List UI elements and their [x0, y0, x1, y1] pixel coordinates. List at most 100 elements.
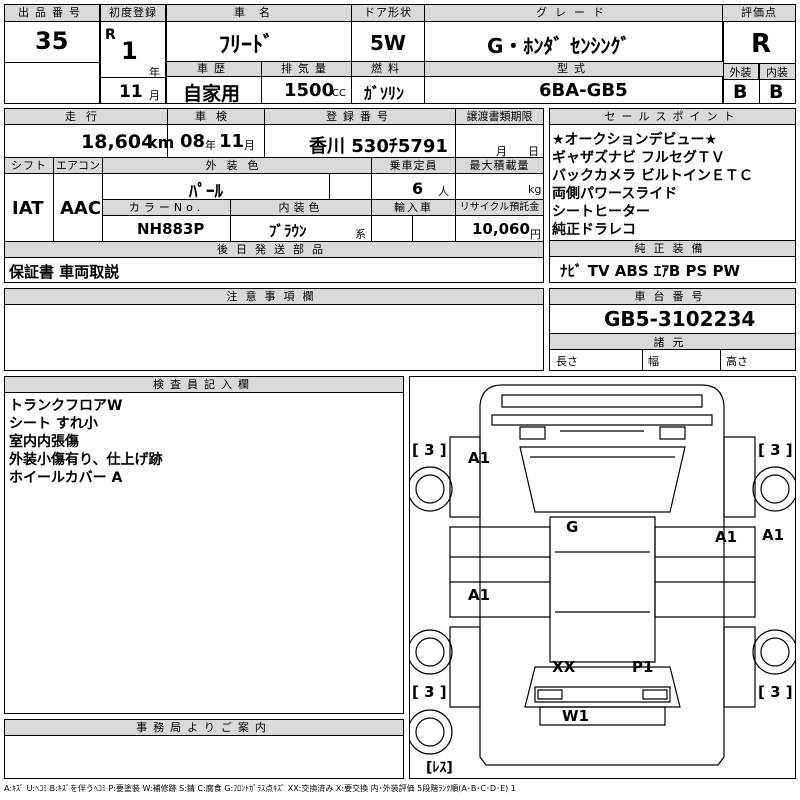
- first-reg-era: R: [105, 27, 116, 43]
- inspector-line-4: 外装小傷有り、仕上げ跡: [9, 452, 163, 468]
- damage-mark-5: A1: [468, 586, 491, 604]
- displacement-box: 排気量 1500 CC: [261, 61, 352, 104]
- first-reg-box: 初度登録 R 1 年 11 月: [100, 4, 166, 104]
- door-type: 5W: [370, 31, 406, 55]
- first-reg-month: 11: [119, 82, 143, 102]
- registration-value: 香川 530ﾁ5791: [309, 136, 448, 157]
- grade-box: グレード G・ﾎﾝﾀﾞ ｾﾝｼﾝｸﾞ: [424, 4, 724, 62]
- first-reg-year: 1: [121, 37, 138, 65]
- inspection-month: 11: [219, 131, 245, 152]
- followup-box: 後日発送部品 保証書 車両取説: [4, 241, 544, 283]
- length-label: 長さ: [556, 355, 578, 368]
- sales-point-3: バックカメラ ビルトインＥＴＣ: [552, 168, 753, 184]
- spare-tire-mark: [ﾚｽ]: [426, 760, 453, 776]
- aircon-label: エアコン: [54, 158, 102, 174]
- height-label: 高さ: [726, 355, 748, 368]
- dimensions-label: 諸元: [550, 334, 795, 350]
- car-name-box: 車名 ﾌﾘｰﾄﾞ: [166, 4, 352, 62]
- transfer-month: 月: [496, 145, 507, 158]
- office-label: 事務局よりご案内: [5, 720, 403, 736]
- person-unit: 人: [438, 185, 449, 198]
- history-box: 車歴 自家用: [166, 61, 262, 105]
- office-box: 事務局よりご案内: [4, 719, 404, 779]
- inspector-line-5: ホイールカバー A: [9, 470, 123, 486]
- damage-mark-1: A1: [468, 449, 491, 467]
- registration-label: 登録番号: [265, 109, 455, 125]
- sales-points-label: セールスポイント: [550, 109, 795, 125]
- tire-mark-rear-right: [ 3 ]: [758, 683, 793, 701]
- tire-mark-rear-left: [ 3 ]: [412, 683, 447, 701]
- car-name-label: 車名: [167, 5, 351, 22]
- int-score: B: [769, 81, 784, 103]
- displacement-value: 1500: [284, 80, 335, 101]
- equipment-label: 純正装備: [550, 241, 795, 257]
- year-unit: 年: [149, 66, 160, 79]
- lot-number: 35: [35, 27, 69, 55]
- shift-box: シフト IAT: [4, 157, 54, 242]
- inspection-box: 車検 08 年 11 月: [167, 108, 265, 158]
- int-label: 内装: [759, 64, 795, 80]
- inspector-line-2: シート すれ小: [9, 416, 98, 432]
- followup-value: 保証書 車両取説: [9, 263, 120, 281]
- score-box: 評価点 R 外装 内装 B B: [722, 4, 796, 104]
- registration-box: 登録番号 香川 530ﾁ5791: [264, 108, 456, 158]
- model-value: 6BA-GB5: [539, 80, 628, 101]
- fuel-box: 燃料 ｶﾞｿﾘﾝ: [351, 61, 425, 104]
- shift-label: シフト: [5, 158, 53, 174]
- legend: A:ｷｽﾞ U:ﾍｺﾐ B:ｷｽﾞを伴うﾍｺﾐ P:要塗装 W:補修跡 S:錆 …: [4, 784, 516, 793]
- damage-diagram: [ 3 ] [ 3 ] [ 3 ] [ 3 ] [ﾚｽ] A1 G A1 A1 …: [409, 376, 796, 779]
- yen-unit: 円: [530, 228, 541, 241]
- insp-year-unit: 年: [205, 139, 216, 152]
- color-no-box: カラーNo. NH883P: [102, 199, 231, 242]
- color-no-label: カラーNo.: [103, 200, 230, 216]
- sales-point-4: 両側パワースライド: [552, 186, 678, 202]
- displacement-label: 排気量: [262, 62, 351, 77]
- damage-mark-3: A1: [715, 528, 738, 546]
- equipment-value: ﾅﾋﾞ TV ABS ｴｱB PS PW: [560, 262, 741, 280]
- sales-point-2: ギャザズナビ フルセグＴＶ: [552, 150, 725, 166]
- door-box: ドア形状 5W: [351, 4, 425, 62]
- model-label: 型式: [425, 62, 723, 77]
- first-reg-label: 初度登録: [101, 5, 165, 22]
- capacity-label: 乗車定員: [372, 158, 455, 174]
- sales-point-5: シートヒーター: [552, 204, 650, 220]
- interior-color-label: 内装色: [231, 200, 371, 216]
- aircon-box: エアコン AAC: [53, 157, 103, 242]
- door-label: ドア形状: [352, 5, 424, 22]
- inspection-year: 08: [180, 131, 206, 152]
- model-box: 型式 6BA-GB5: [424, 61, 724, 104]
- followup-label: 後日発送部品: [5, 242, 543, 258]
- chassis-box: 車台番号 GB5-3102234 諸元 長さ 幅 高さ: [549, 288, 796, 371]
- mileage-value: 18,604: [81, 131, 155, 153]
- fuel-value: ｶﾞｿﾘﾝ: [364, 84, 405, 103]
- inspector-label: 検査員記入欄: [5, 377, 403, 393]
- mileage-box: 走行 18,604 km: [4, 108, 174, 158]
- history-value: 自家用: [183, 83, 241, 105]
- shift-value: IAT: [12, 198, 44, 219]
- chassis-number: GB5-3102234: [604, 307, 756, 331]
- recycle-label: リサイクル預託金: [456, 200, 543, 216]
- score-label: 評価点: [723, 5, 795, 22]
- damage-mark-4: A1: [762, 526, 785, 544]
- history-label: 車歴: [167, 62, 261, 77]
- fuel-label: 燃料: [352, 62, 424, 77]
- width-label: 幅: [648, 355, 659, 368]
- notes-box: 注意事項欄: [4, 288, 544, 371]
- aircon-value: AAC: [60, 198, 102, 219]
- lot-label: 出品番号: [5, 5, 99, 22]
- interior-color-value: ﾌﾞﾗｳﾝ: [269, 222, 307, 240]
- sales-point-1: ★オークションデビュー★: [552, 132, 718, 148]
- notes-label: 注意事項欄: [5, 289, 543, 305]
- max-load-box: 最大積載量 kg: [455, 157, 544, 200]
- transfer-box: 譲渡書類期限 月 日: [455, 108, 544, 158]
- color-no-value: NH883P: [137, 220, 205, 238]
- grade-label: グレード: [425, 5, 723, 22]
- chassis-label: 車台番号: [550, 289, 795, 305]
- capacity-value: 6: [412, 179, 424, 198]
- import-box: 輸入車: [371, 199, 456, 242]
- car-outline: [410, 384, 795, 766]
- tire-mark-front-right: [ 3 ]: [758, 441, 793, 459]
- car-name: ﾌﾘｰﾄﾞ: [219, 33, 275, 58]
- import-label: 輸入車: [372, 200, 455, 216]
- interior-color-unit: 系: [355, 228, 366, 241]
